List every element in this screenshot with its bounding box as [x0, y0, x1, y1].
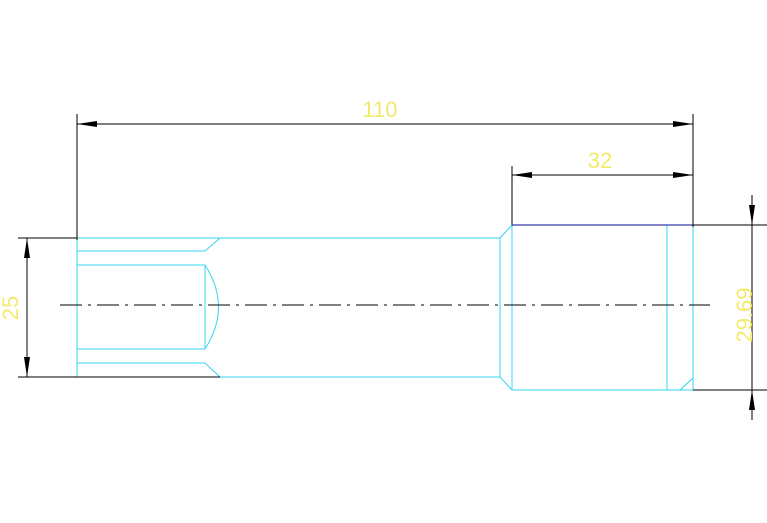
dim-shank-diameter: 25: [0, 237, 220, 378]
arrow-left-110: [77, 121, 97, 127]
head-right-chamfer: [679, 377, 694, 391]
dim-text-32: 32: [588, 148, 612, 173]
drawing-area: [0, 97, 767, 423]
head-chamfer-bottom: [499, 376, 513, 391]
dim-overall-length: 110: [76, 97, 694, 240]
head-chamfer-top: [499, 224, 513, 239]
bore-chamfer-top: [204, 237, 221, 252]
dim-head-diameter: 29.69: [693, 195, 767, 420]
dim-head-length: 32: [511, 148, 693, 225]
arrow-top-2969: [749, 205, 755, 225]
arrow-left-32: [512, 172, 532, 178]
bore-chamfer-bottom: [204, 362, 221, 378]
arrow-right-110: [673, 121, 693, 127]
arrow-top-25: [24, 238, 30, 258]
arrow-bottom-2969: [749, 390, 755, 410]
arrow-bottom-25: [24, 357, 30, 377]
arrow-right-32: [673, 172, 693, 178]
dim-text-25: 25: [0, 296, 23, 320]
dim-text-110: 110: [362, 97, 397, 122]
dim-text-2969: 29.69: [732, 287, 757, 342]
part-outline: [76, 224, 694, 391]
drill-point-arc: [204, 264, 219, 350]
